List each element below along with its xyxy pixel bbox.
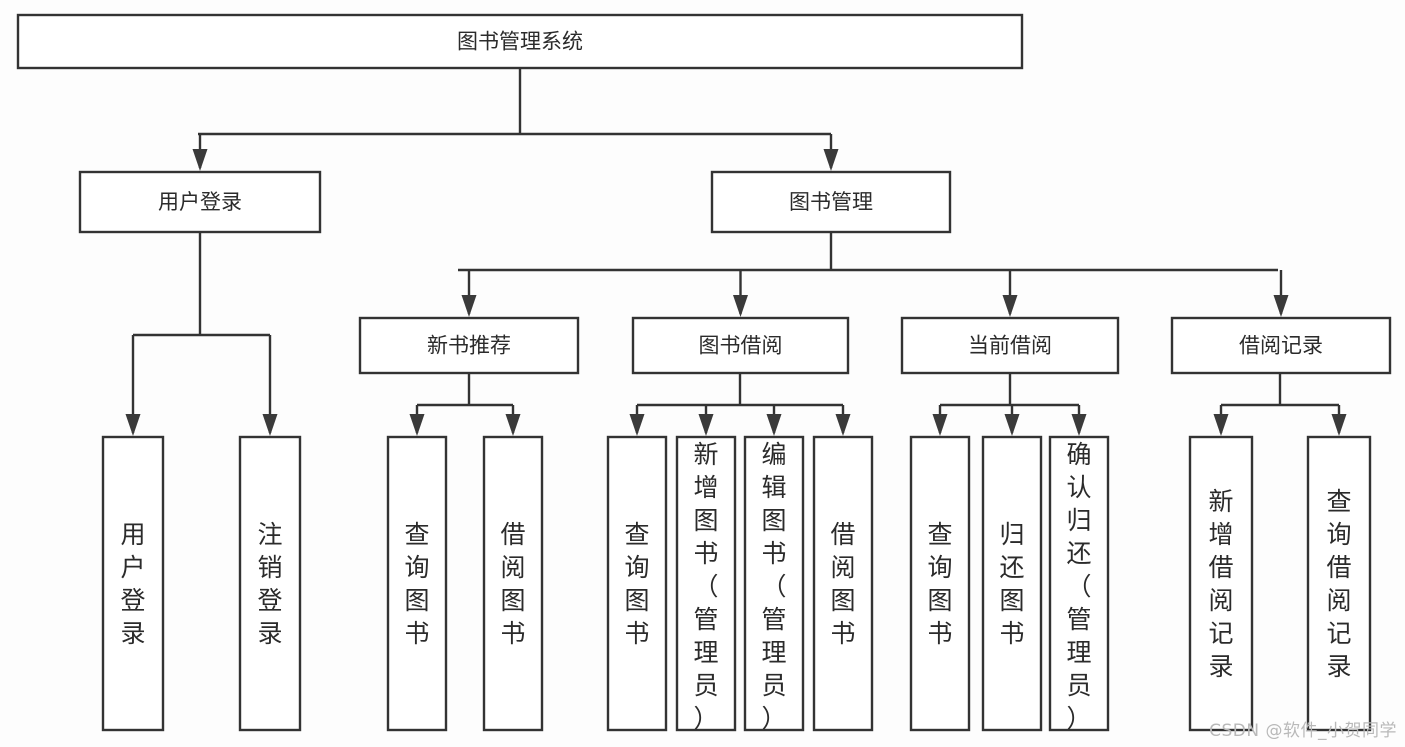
node-leaf-cu-return[interactable]: 归还图书 [981,435,1043,732]
node-records[interactable]: 借阅记录 [1170,316,1392,375]
node-login[interactable]: 用户登录 [78,170,322,234]
node-label-leaf-cu-query: 查询图书 [927,520,952,648]
node-label-leaf-cu-return: 归还图书 [999,520,1024,648]
node-root[interactable]: 图书管理系统 [16,13,1024,70]
node-leaf-user-logout[interactable]: 注销登录 [238,435,302,732]
connector-arrowhead [733,295,748,317]
node-leaf-bo-add[interactable]: 新增图书（管理员） [675,435,737,733]
node-box-leaf-bo-query[interactable] [606,435,668,732]
connector-group-bus-bookmgmt [458,232,1289,317]
connector-arrowhead [505,414,521,436]
node-leaf-bo-query[interactable]: 查询图书 [606,435,668,732]
connector-arrowhead [461,295,477,317]
node-label-leaf-re-add: 新增借阅记录 [1208,487,1233,681]
node-box-login[interactable] [78,170,322,234]
connector-arrowhead [192,149,208,171]
node-leaf-nb-borrow[interactable]: 借阅图书 [482,435,544,732]
node-label-current: 当前借阅 [968,334,1052,358]
node-label-leaf-bo-lend: 借阅图书 [830,520,855,648]
node-label-login: 用户登录 [158,190,242,214]
node-label-leaf-nb-query: 查询图书 [404,520,429,648]
node-label-borrow: 图书借阅 [699,334,783,358]
node-box-leaf-cu-query[interactable] [909,435,971,732]
connector-arrowhead [1273,295,1289,317]
connector-group-bus-records [1213,373,1347,436]
node-label-leaf-cu-confirm: 确认归还（管理员） [1066,440,1091,733]
watermark-text: CSDN @软件_小贺同学 [1209,721,1397,741]
node-label-records: 借阅记录 [1239,334,1323,358]
node-leaf-user-login[interactable]: 用户登录 [101,435,165,732]
connector-arrowhead [1331,414,1347,436]
connector-arrowhead [409,414,425,436]
node-box-leaf-re-add[interactable] [1188,435,1254,732]
connector-arrowhead [835,414,851,436]
node-leaf-bo-lend[interactable]: 借阅图书 [812,435,874,732]
connector-arrowhead [698,414,714,436]
node-box-leaf-user-logout[interactable] [238,435,302,732]
node-label-leaf-user-logout: 注销登录 [257,520,282,648]
node-box-leaf-re-query[interactable] [1306,435,1372,732]
connector-group-bus-current [932,373,1087,436]
connector-arrowhead [1071,414,1087,436]
connector-arrowhead [1213,414,1229,436]
connector-group-bus-login [125,232,278,436]
node-box-records[interactable] [1170,316,1392,375]
node-label-leaf-bo-edit: 编辑图书（管理员） [761,440,786,733]
connector-arrowhead [629,414,645,436]
node-box-leaf-user-login[interactable] [101,435,165,732]
node-leaf-cu-query[interactable]: 查询图书 [909,435,971,732]
node-box-leaf-bo-lend[interactable] [812,435,874,732]
node-box-root[interactable] [16,13,1024,70]
node-newbook[interactable]: 新书推荐 [358,316,580,375]
node-label-leaf-user-login: 用户登录 [120,520,145,648]
node-current[interactable]: 当前借阅 [900,316,1120,375]
node-label-leaf-bo-query: 查询图书 [624,520,649,648]
node-box-leaf-cu-confirm[interactable] [1048,435,1110,732]
node-layer: 图书管理系统用户登录图书管理新书推荐图书借阅当前借阅借阅记录用户登录注销登录查询… [16,13,1392,733]
node-leaf-nb-query[interactable]: 查询图书 [386,435,448,732]
connector-arrowhead [262,414,278,436]
connector-group-bus-root [192,68,839,171]
node-label-leaf-bo-add: 新增图书（管理员） [693,440,718,733]
node-box-leaf-nb-query[interactable] [386,435,448,732]
node-label-root: 图书管理系统 [457,30,583,54]
node-box-leaf-nb-borrow[interactable] [482,435,544,732]
node-label-leaf-nb-borrow: 借阅图书 [500,520,525,648]
node-box-current[interactable] [900,316,1120,375]
node-box-borrow[interactable] [631,316,850,375]
connector-layer [125,68,1347,436]
connector-arrowhead [125,414,141,436]
connector-arrowhead [932,414,948,436]
node-box-bookmgmt[interactable] [710,170,952,234]
node-leaf-bo-edit[interactable]: 编辑图书（管理员） [743,435,805,733]
node-borrow[interactable]: 图书借阅 [631,316,850,375]
node-leaf-cu-confirm[interactable]: 确认归还（管理员） [1048,435,1110,733]
connector-arrowhead [1002,295,1018,317]
node-box-leaf-bo-edit[interactable] [743,435,805,732]
connector-arrowhead [1004,414,1020,436]
node-box-leaf-bo-add[interactable] [675,435,737,732]
connector-arrowhead [823,149,839,171]
node-label-leaf-re-query: 查询借阅记录 [1326,487,1351,681]
node-bookmgmt[interactable]: 图书管理 [710,170,952,234]
connector-group-bus-newbook [409,373,521,436]
node-label-bookmgmt: 图书管理 [789,190,873,214]
node-leaf-re-add[interactable]: 新增借阅记录 [1188,435,1254,732]
node-label-newbook: 新书推荐 [427,334,511,358]
node-box-newbook[interactable] [358,316,580,375]
node-leaf-re-query[interactable]: 查询借阅记录 [1306,435,1372,732]
node-box-leaf-cu-return[interactable] [981,435,1043,732]
connector-arrowhead [766,414,782,436]
connector-group-bus-borrow [629,373,851,436]
